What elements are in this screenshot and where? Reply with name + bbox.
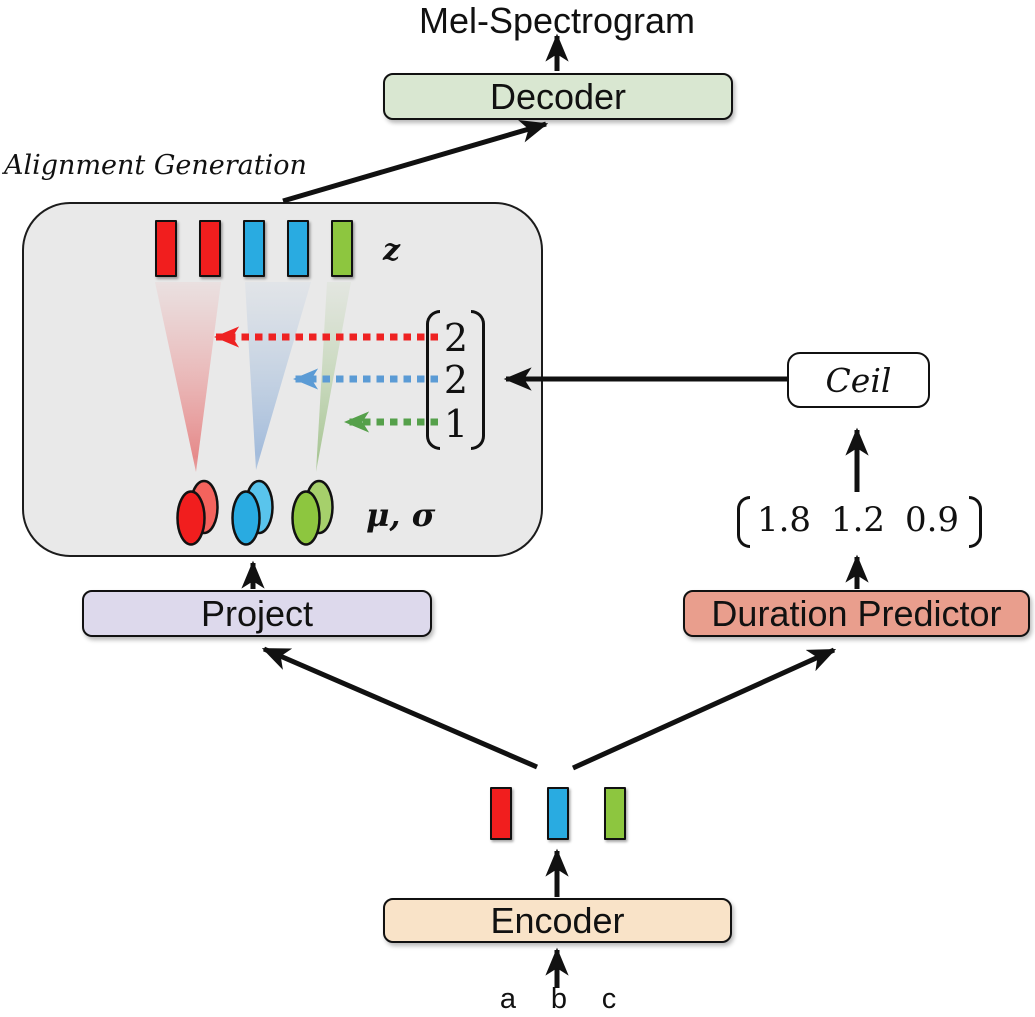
- duration-value-1: 1.8: [756, 500, 812, 540]
- ceil-value-2: 2: [443, 358, 469, 402]
- duration-predictor-box: Duration Predictor: [683, 590, 1030, 637]
- project-label: Project: [200, 592, 314, 634]
- duration-vector-right-paren: [969, 496, 982, 548]
- input-token-b: b: [550, 983, 568, 1015]
- tokens-to-project-arrow: [261, 646, 538, 770]
- blue-token: [287, 220, 309, 277]
- alignment-generation-label: Alignment Generation: [4, 150, 307, 181]
- z-token-row: [155, 220, 353, 277]
- ceil-label: Ceil: [825, 360, 892, 400]
- red-token: [155, 220, 177, 277]
- duration-predictor-label: Duration Predictor: [711, 592, 1002, 634]
- ceil-box: Ceil: [787, 352, 930, 408]
- encoder-label: Encoder: [490, 899, 625, 941]
- tokens-to-predictor-arrow: [571, 647, 837, 771]
- red-token: [199, 220, 221, 277]
- blue-token: [243, 220, 265, 277]
- duration-value-3: 0.9: [904, 500, 960, 540]
- alignment-to-decoder-arrow: [282, 120, 549, 204]
- duration-value-2: 1.2: [830, 500, 886, 540]
- duration-vector: 1.8 1.2 0.9: [752, 500, 964, 540]
- decoder-label: Decoder: [489, 75, 627, 117]
- duration-vector-left-paren: [737, 496, 750, 548]
- ceil-value-3: 1: [443, 402, 469, 446]
- project-box: Project: [82, 590, 432, 637]
- green-token: [331, 220, 353, 277]
- input-token-c: c: [601, 983, 617, 1015]
- green-token: [604, 787, 626, 840]
- blue-token: [547, 787, 569, 840]
- input-token-a: a: [499, 983, 517, 1015]
- mu-sigma-label: μ, σ: [366, 496, 436, 534]
- column-vector-right-bracket: [471, 310, 485, 450]
- encoder-box: Encoder: [383, 898, 732, 943]
- z-label: z: [383, 233, 401, 268]
- column-vector-left-bracket: [426, 310, 440, 450]
- encoder-token-row: [490, 787, 626, 840]
- ceil-value-1: 2: [443, 316, 469, 360]
- red-token: [490, 787, 512, 840]
- mel-spectrogram-label: Mel-Spectrogram: [418, 0, 696, 41]
- decoder-box: Decoder: [383, 73, 733, 120]
